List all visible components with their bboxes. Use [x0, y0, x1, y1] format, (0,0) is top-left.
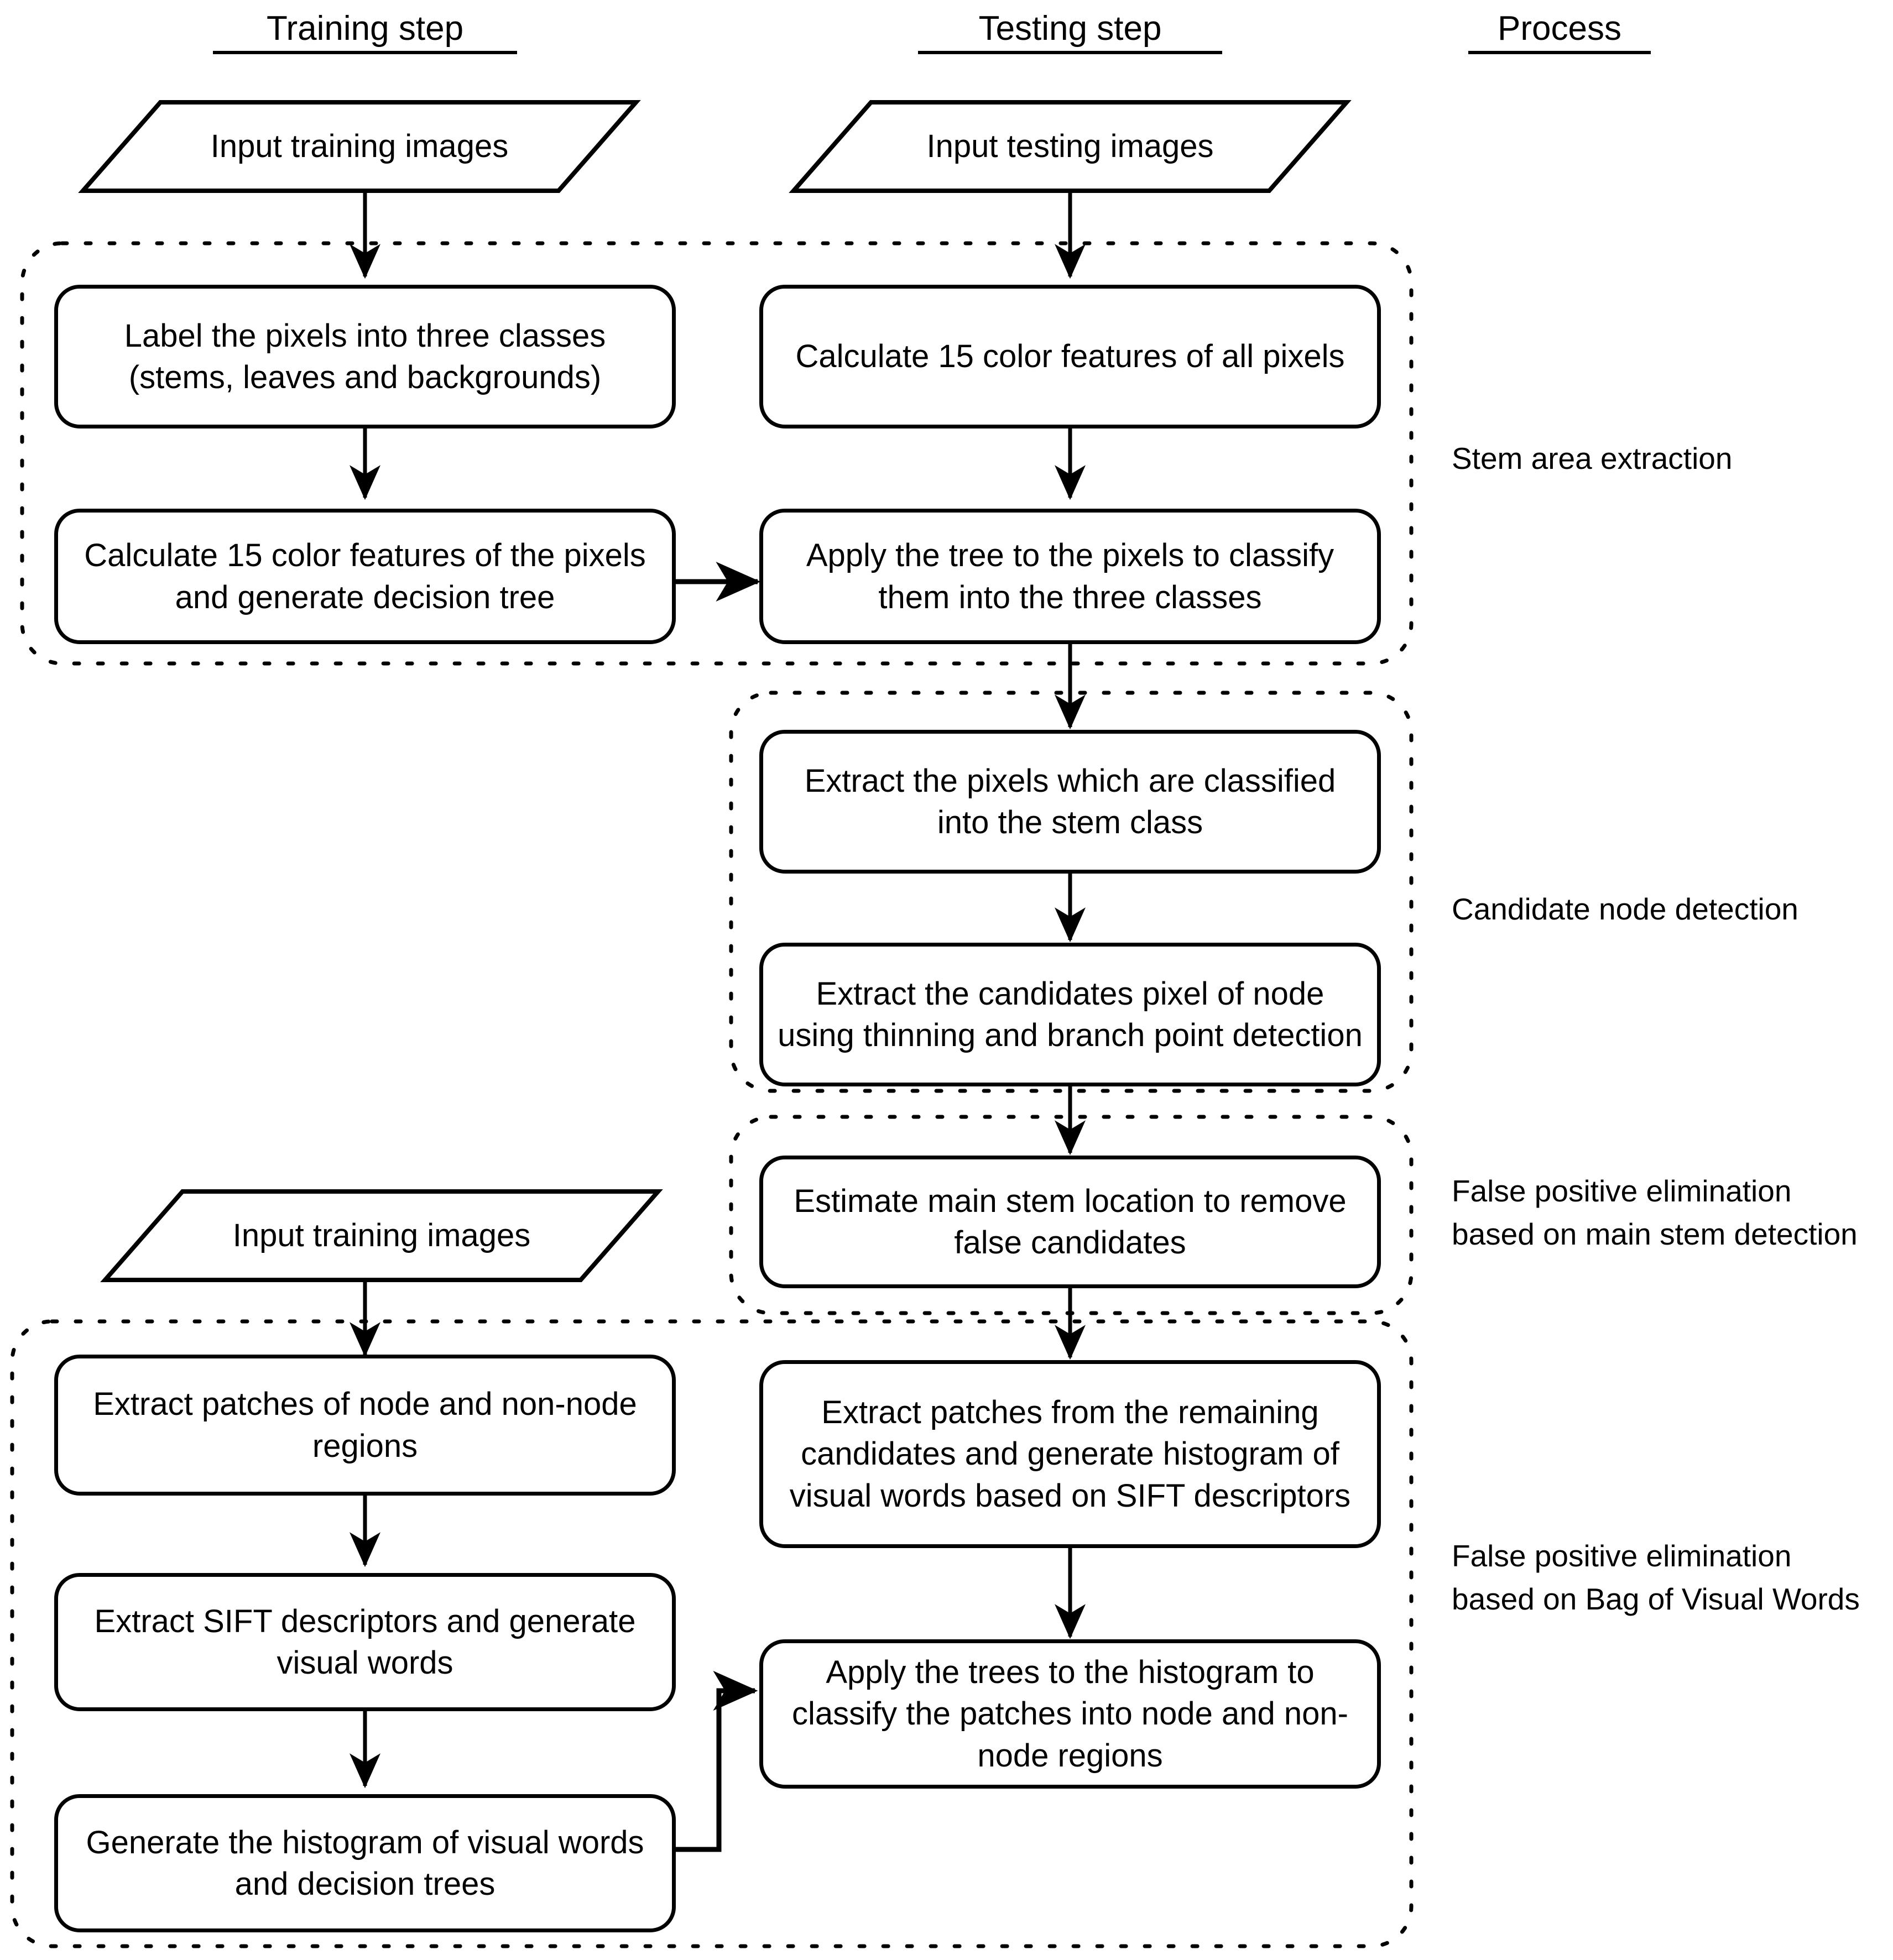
input-training-images-bottom: Input training images — [105, 1191, 658, 1280]
box-label-pixels-label: Label the pixels into three classes (ste… — [124, 317, 606, 395]
box-extract-sift-label: Extract SIFT descriptors and generate vi… — [94, 1603, 636, 1681]
box-extract-candidates-label: Extract the candidates pixel of node usi… — [778, 975, 1363, 1053]
box-calc-color-features-test-label: Calculate 15 color features of all pixel… — [795, 338, 1345, 375]
box-estimate-main-stem[interactable]: Estimate main stem location to remove fa… — [759, 1156, 1381, 1288]
box-apply-tree-pixels[interactable]: Apply the tree to the pixels to classify… — [759, 509, 1381, 644]
input-training-images-bottom-label: Input training images — [232, 1217, 531, 1254]
input-training-images-top: Input training images — [83, 102, 636, 191]
box-calc-color-features-train-label: Calculate 15 color features of the pixel… — [84, 537, 646, 615]
box-extract-patches-node[interactable]: Extract patches of node and non-node reg… — [54, 1355, 676, 1496]
box-apply-tree-pixels-label: Apply the tree to the pixels to classify… — [806, 537, 1334, 615]
column-header-testing-step: Testing step — [918, 9, 1222, 55]
box-label-pixels[interactable]: Label the pixels into three classes (ste… — [54, 285, 676, 428]
column-header-training-step: Training step — [213, 9, 517, 55]
process-label-stem-area-extraction: Stem area extraction — [1452, 441, 1733, 475]
box-generate-histogram-label: Generate the histogram of visual words a… — [86, 1824, 644, 1902]
box-extract-patches-node-label: Extract patches of node and non-node reg… — [93, 1386, 637, 1464]
box-estimate-main-stem-label: Estimate main stem location to remove fa… — [794, 1183, 1347, 1261]
process-label-false-positive-bovw: False positive elimination based on Bag … — [1452, 1539, 1860, 1617]
column-header-process: Process — [1468, 9, 1651, 55]
box-apply-trees-histogram[interactable]: Apply the trees to the histogram to clas… — [759, 1639, 1381, 1789]
process-label-candidate-node-detection: Candidate node detection — [1452, 892, 1798, 926]
input-training-images-top-label: Input training images — [210, 128, 509, 165]
box-calc-color-features-train[interactable]: Calculate 15 color features of the pixel… — [54, 509, 676, 644]
box-extract-candidates[interactable]: Extract the candidates pixel of node usi… — [759, 943, 1381, 1086]
box-extract-stem-pixels[interactable]: Extract the pixels which are classified … — [759, 730, 1381, 874]
conn-histogram-to-apply-trees — [676, 1671, 758, 1852]
box-extract-sift[interactable]: Extract SIFT descriptors and generate vi… — [54, 1573, 676, 1711]
input-testing-images: Input testing images — [794, 102, 1347, 191]
input-testing-images-label: Input testing images — [926, 128, 1214, 165]
box-extract-stem-pixels-label: Extract the pixels which are classified … — [804, 762, 1336, 840]
box-extract-patches-remaining[interactable]: Extract patches from the remaining candi… — [759, 1360, 1381, 1548]
box-extract-patches-remaining-label: Extract patches from the remaining candi… — [789, 1394, 1351, 1514]
process-label-false-positive-main-stem: False positive elimination based on main… — [1452, 1174, 1858, 1252]
box-generate-histogram[interactable]: Generate the histogram of visual words a… — [54, 1794, 676, 1932]
box-apply-trees-histogram-label: Apply the trees to the histogram to clas… — [792, 1654, 1348, 1774]
box-calc-color-features-test[interactable]: Calculate 15 color features of all pixel… — [759, 285, 1381, 428]
